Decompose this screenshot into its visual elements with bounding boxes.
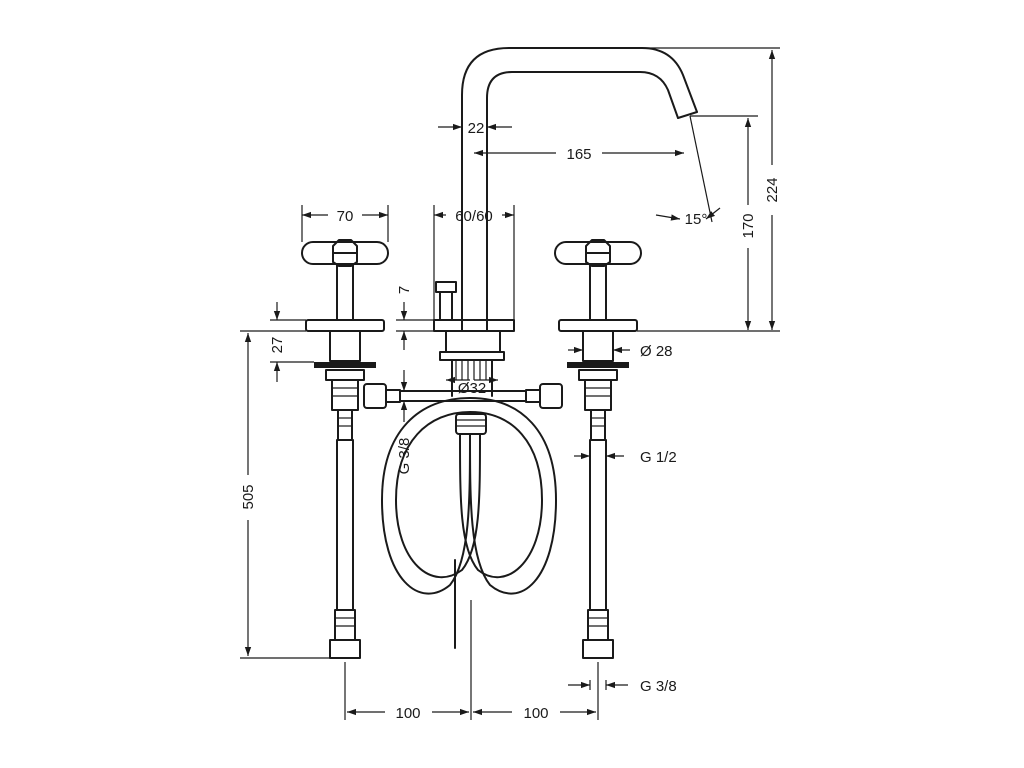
left-handle — [301, 239, 389, 411]
pop-up-lever — [435, 281, 457, 321]
dimension-lines — [244, 50, 776, 716]
dim-165: 165 — [566, 146, 591, 163]
dim-diameter-32: Ø32 — [458, 380, 486, 397]
connection-pipes — [363, 383, 563, 435]
extension-lines — [240, 47, 780, 720]
right-handle — [554, 239, 642, 411]
left-supply-line — [329, 409, 361, 659]
dim-27: 27 — [269, 337, 286, 354]
dim-g38-hose: G 3/8 — [396, 438, 413, 475]
dim-g12: G 1/2 — [640, 449, 677, 466]
dim-7: 7 — [396, 286, 413, 294]
dim-70: 70 — [337, 208, 354, 225]
dim-diameter-28: Ø 28 — [640, 343, 673, 360]
dim-170: 170 — [740, 213, 757, 238]
dim-224: 224 — [764, 177, 781, 202]
dim-100-left: 100 — [395, 705, 420, 722]
dim-15-degrees: 15° — [685, 211, 708, 228]
right-supply-line — [582, 409, 614, 659]
spout — [461, 47, 698, 331]
dim-505: 505 — [240, 484, 257, 509]
dim-60-60: 60/60 — [455, 208, 493, 225]
flexible-hose-loop — [380, 396, 558, 649]
dim-g38-bottom: G 3/8 — [640, 678, 677, 695]
dim-22: 22 — [468, 120, 485, 137]
dim-100-right: 100 — [523, 705, 548, 722]
dimension-labels: 22 165 70 60/60 15° 170 224 7 27 Ø 28 Ø3… — [240, 120, 781, 722]
